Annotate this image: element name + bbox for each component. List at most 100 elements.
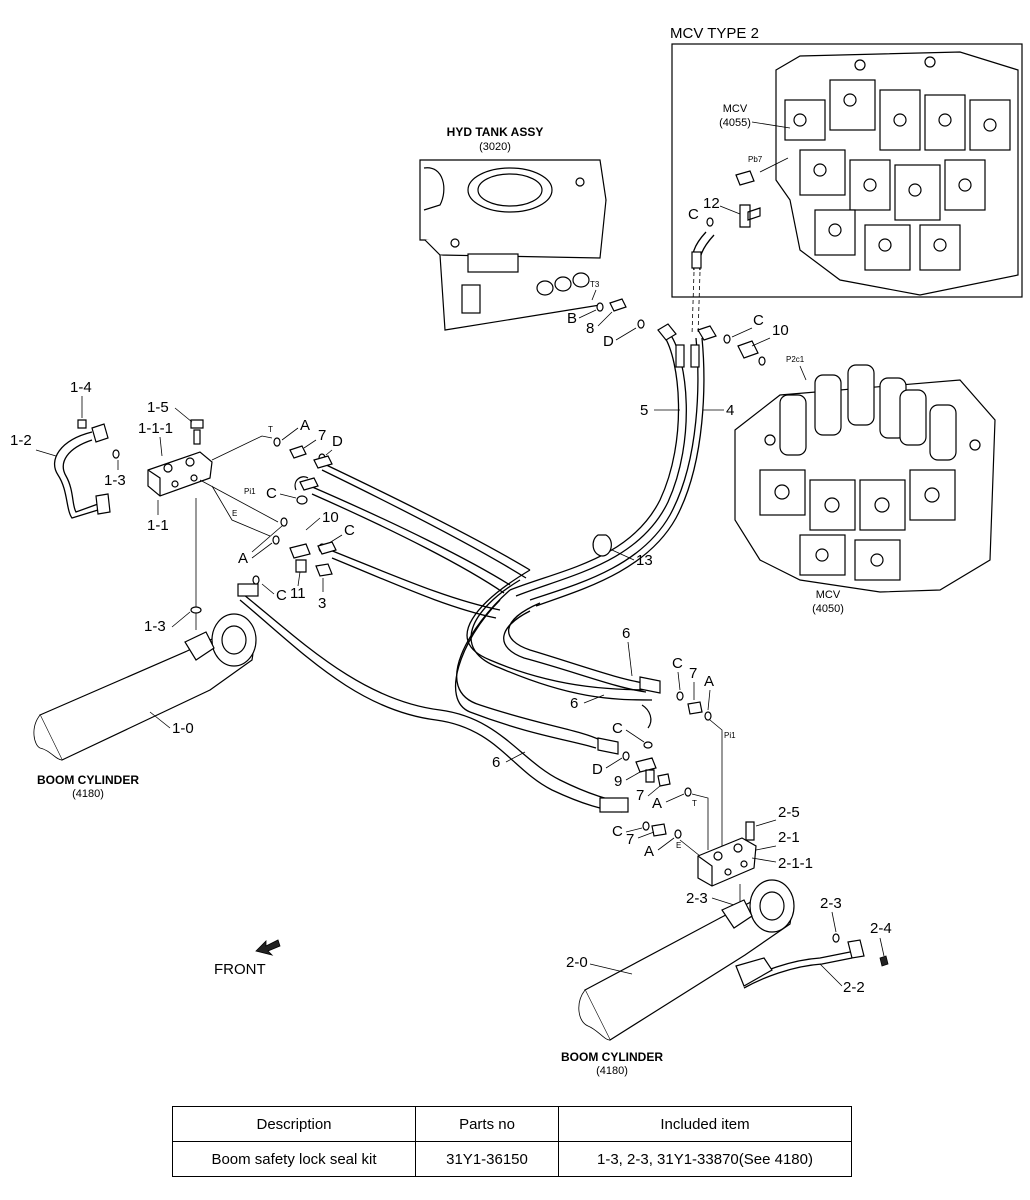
- adapter-3: [315, 563, 333, 577]
- callout-b: B: [567, 310, 577, 327]
- port-pi1-right: Pi1: [724, 731, 736, 740]
- hyd-tank-drawing: [419, 159, 607, 331]
- hose-4: [529, 337, 699, 601]
- callout-7-top: 7: [318, 427, 326, 444]
- callout-3: 3: [318, 595, 326, 612]
- callout-13: 13: [636, 552, 653, 569]
- parts-table: Description Parts no Included item Boom …: [172, 1106, 852, 1177]
- callout-a-top: A: [300, 417, 310, 434]
- callout-1-3-top: 1-3: [104, 472, 126, 489]
- callout-a-r1: A: [704, 673, 714, 690]
- pipe-1-2: [53, 431, 99, 519]
- callout-2-0: 2-0: [566, 954, 588, 971]
- hose-6-lower: [237, 589, 629, 805]
- callout-1-0: 1-0: [172, 720, 194, 737]
- boom-cylinder-left: [33, 613, 257, 761]
- boom-cyl-right-code: (4180): [596, 1065, 628, 1077]
- front-arrow-icon: [255, 939, 281, 956]
- port-t-left: T: [268, 425, 273, 434]
- hyd-tank-code: (3020): [479, 141, 511, 153]
- callout-12: 12: [703, 195, 720, 212]
- adapter-10-mcv: [737, 340, 759, 359]
- callout-6-c: 6: [492, 754, 500, 771]
- callout-c-mcv2: C: [753, 312, 764, 329]
- callout-a-left: A: [238, 550, 248, 567]
- callout-c-11: C: [276, 587, 287, 604]
- callout-2-5: 2-5: [778, 804, 800, 821]
- cell-included-item: 1-3, 2-3, 31Y1-33870(See 4180): [558, 1141, 852, 1177]
- tee-11: [289, 543, 311, 573]
- valve-block-2-1: [697, 821, 757, 887]
- callout-1-4: 1-4: [70, 379, 92, 396]
- table-row: Boom safety lock seal kit 31Y1-36150 1-3…: [172, 1141, 852, 1177]
- callout-4: 4: [726, 402, 734, 419]
- callout-6-b: 6: [570, 695, 578, 712]
- boom-cylinder-right: [578, 879, 795, 1041]
- port-pb7: Pb7: [748, 155, 763, 164]
- mcv-type2-frame: [671, 43, 1023, 298]
- valve-block-1-1: [147, 419, 213, 497]
- callout-d-top: D: [332, 433, 343, 450]
- hyd-tank-name: HYD TANK ASSY: [447, 125, 544, 139]
- callout-1-5: 1-5: [147, 399, 169, 416]
- cell-description: Boom safety lock seal kit: [172, 1141, 416, 1177]
- boom-cyl-right-name: BOOM CYLINDER: [561, 1050, 663, 1064]
- seal-b: [596, 302, 604, 312]
- table-header-row: Description Parts no Included item: [172, 1106, 852, 1142]
- callout-2-1: 2-1: [778, 829, 800, 846]
- hose-clamp-13: [592, 534, 612, 557]
- header-parts-no: Parts no: [415, 1106, 559, 1142]
- callout-c-r3: C: [612, 823, 623, 840]
- header-description: Description: [172, 1106, 416, 1142]
- callout-10-mcv: 10: [772, 322, 789, 339]
- cell-parts-no: 31Y1-36150: [415, 1141, 559, 1177]
- callout-10-left: 10: [322, 509, 339, 526]
- callout-c-r1: C: [672, 655, 683, 672]
- callout-c-left2: C: [344, 522, 355, 539]
- callout-c-mcv: C: [688, 206, 699, 223]
- callout-d-r: D: [592, 761, 603, 778]
- port-t-right: T: [692, 799, 697, 808]
- callout-2-1-1: 2-1-1: [778, 855, 813, 872]
- callout-7-r3: 7: [626, 831, 634, 848]
- callout-1-1-1: 1-1-1: [138, 420, 173, 437]
- mcv-4050-drawing: [734, 364, 996, 593]
- seal-c-mcv2: [723, 334, 731, 344]
- callout-1-2: 1-2: [10, 432, 32, 449]
- boom-cyl-left-code: (4180): [72, 788, 104, 800]
- adapter-8: [609, 298, 627, 312]
- callout-1-3-bot: 1-3: [144, 618, 166, 635]
- hose-5: [509, 335, 680, 591]
- callout-2-3-left: 2-3: [686, 890, 708, 907]
- callout-9: 9: [614, 773, 622, 790]
- port-t3: T3: [590, 280, 600, 289]
- callout-7-r2: 7: [636, 787, 644, 804]
- port-p2c1: P2c1: [786, 355, 805, 364]
- fitting-12-tee: [735, 170, 761, 228]
- callout-1-1: 1-1: [147, 517, 169, 534]
- callout-a-r2: A: [652, 795, 662, 812]
- mcv-type2-title: MCV TYPE 2: [670, 25, 759, 42]
- callout-d-tank: D: [603, 333, 614, 350]
- callout-c-r2: C: [612, 720, 623, 737]
- mcv-4050-name: MCV: [816, 589, 841, 601]
- callout-6-a: 6: [622, 625, 630, 642]
- callout-2-4: 2-4: [870, 920, 892, 937]
- parts-diagram: MCV TYPE 2 MCV (4055) Pb7 12 C HYD TANK …: [10, 25, 1023, 1077]
- port-pi1-left: Pi1: [244, 487, 256, 496]
- callout-2-3-right: 2-3: [820, 895, 842, 912]
- callout-a-r3: A: [644, 843, 654, 860]
- callout-8: 8: [586, 320, 594, 337]
- front-label: FRONT: [214, 961, 266, 978]
- callout-5: 5: [640, 402, 648, 419]
- port-e-right: E: [676, 841, 681, 850]
- callout-c-pi1: C: [266, 485, 277, 502]
- seal-d-tank: [637, 319, 645, 329]
- tee-9: [635, 757, 657, 783]
- callout-2-2: 2-2: [843, 979, 865, 996]
- mcv-4055-code: (4055): [719, 117, 751, 129]
- callout-11: 11: [290, 585, 306, 602]
- boom-cyl-left-name: BOOM CYLINDER: [37, 773, 139, 787]
- port-e-left: E: [232, 509, 237, 518]
- mcv-4055-drawing: [775, 51, 1019, 296]
